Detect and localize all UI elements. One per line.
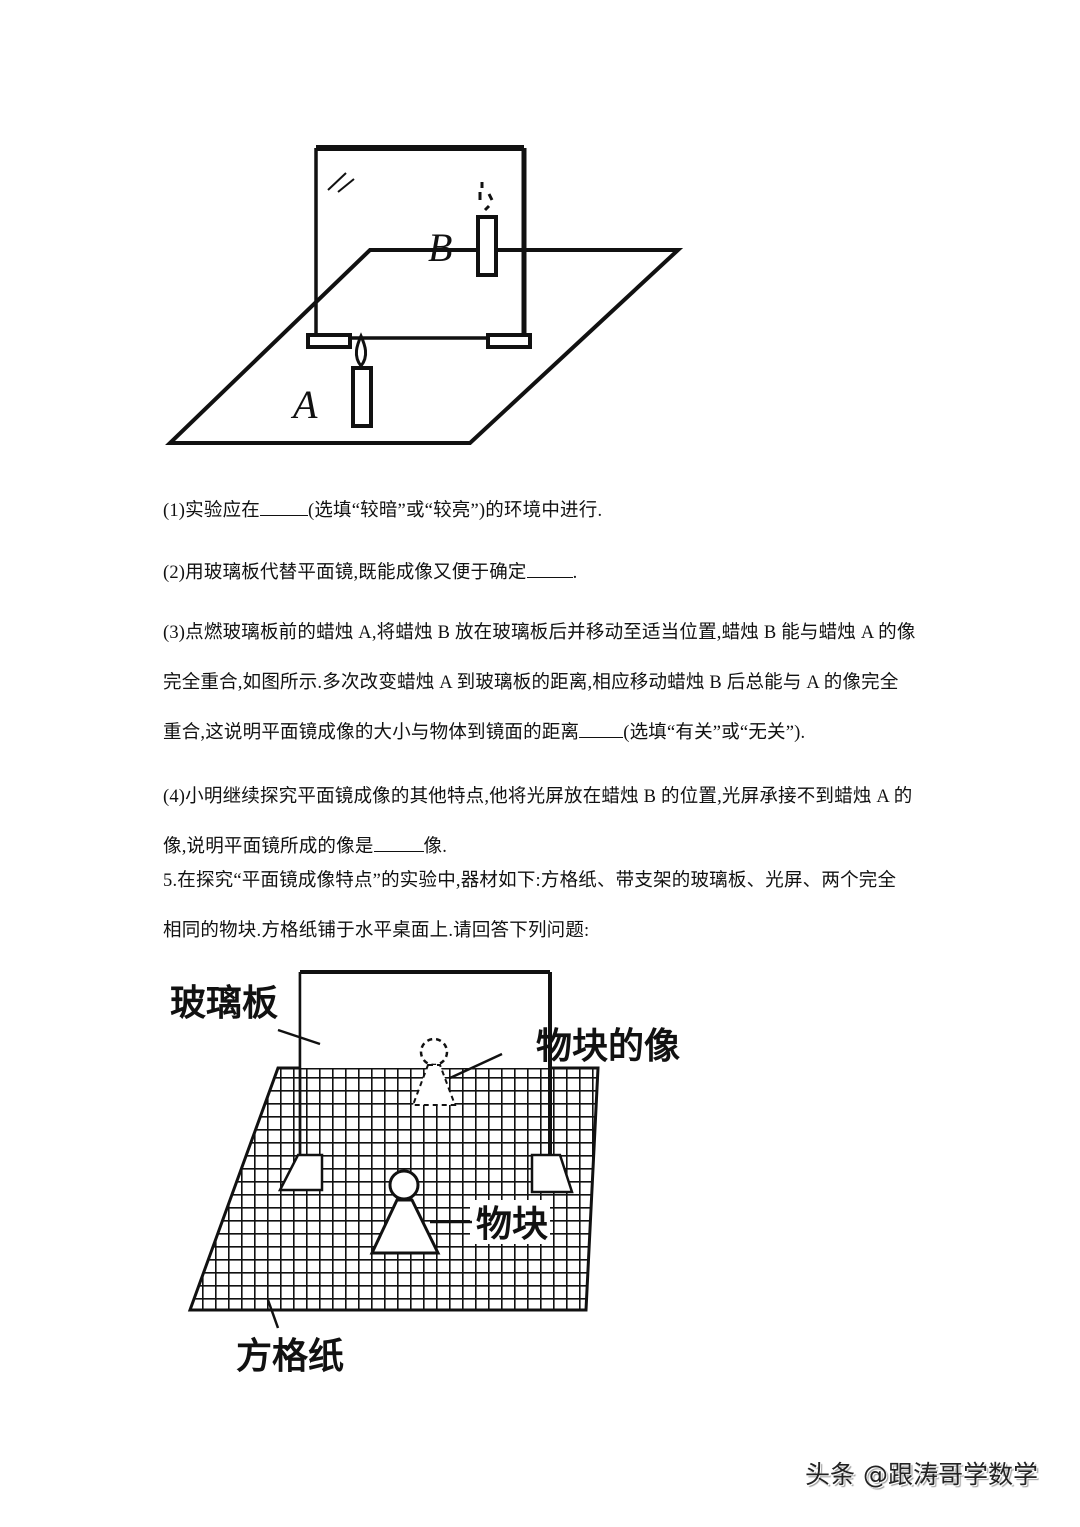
label-glass-plate: 玻璃板 [170,983,278,1024]
block [369,1198,441,1255]
label-grid-paper: 方格纸 [236,1336,344,1377]
question-3-line-3: 重合,这说明平面镜成像的大小与物体到镜面的距离 [163,723,580,743]
question-4-line-2-end: 像. [423,837,448,857]
question-2-text: (2)用玻璃板代替平面镜,既能成像又便于确定 [163,563,527,583]
question-4: (4)小明继续探究平面镜成像的其他特点,他将光屏放在蜡烛 B 的位置,光屏承接不… [163,772,923,872]
question-3-line-2: 完全重合,如图所示.多次改变蜡烛 A 到玻璃板的距离,相应移动蜡烛 B 后总能与… [163,673,899,693]
question-2: (2)用玻璃板代替平面镜,既能成像又便于确定. [163,548,923,598]
question-1-text-end: (选填“较暗”或“较亮”)的环境中进行. [307,501,603,521]
problem-5-line-1: 5.在探究“平面镜成像特点”的实验中,器材如下:方格纸、带支架的玻璃板、光屏、两… [163,871,897,891]
answer-blank-1[interactable] [259,497,308,516]
question-3-line-1: (3)点燃玻璃板前的蜡烛 A,将蜡烛 B 放在玻璃板后并移动至适当位置,蜡烛 B… [163,623,916,643]
problem-5-intro: 5.在探究“平面镜成像特点”的实验中,器材如下:方格纸、带支架的玻璃板、光屏、两… [163,856,923,956]
figure-grid-paper: 玻璃板 物块的像 物块 方格纸 [150,960,710,1380]
grid-paper-diagram: 玻璃板 物块的像 物块 方格纸 [170,970,680,1377]
figure-candle-mirror: B A [160,130,700,460]
answer-blank-2[interactable] [526,559,573,578]
candle-mirror-diagram: B A [165,145,684,445]
problem-5-line-2: 相同的物块.方格纸铺于水平桌面上.请回答下列问题: [163,921,590,941]
candle-b [476,215,498,277]
question-3: (3)点燃玻璃板前的蜡烛 A,将蜡烛 B 放在玻璃板后并移动至适当位置,蜡烛 B… [163,608,923,758]
question-1: (1)实验应在 (选填“较暗”或“较亮”)的环境中进行. [163,486,923,536]
question-1-text: (1)实验应在 [163,501,260,521]
label-b: B [428,225,452,270]
question-4-line-2: 像,说明平面镜所成的像是 [163,837,374,857]
candle-a [351,366,373,428]
answer-blank-3[interactable] [579,719,624,738]
watermark: 头条 @跟涛哥学数学 [805,1460,1038,1489]
label-block: 物块 [476,1204,548,1245]
question-2-text-end: . [572,563,578,583]
block-image [411,1064,457,1106]
answer-blank-4[interactable] [373,833,424,852]
question-3-line-3-end: (选填“有关”或“无关”). [623,723,806,743]
question-4-line-1: (4)小明继续探究平面镜成像的其他特点,他将光屏放在蜡烛 B 的位置,光屏承接不… [163,787,913,807]
label-a: A [290,382,318,427]
flame-icon [354,332,368,369]
label-block-image: 物块的像 [536,1026,680,1067]
